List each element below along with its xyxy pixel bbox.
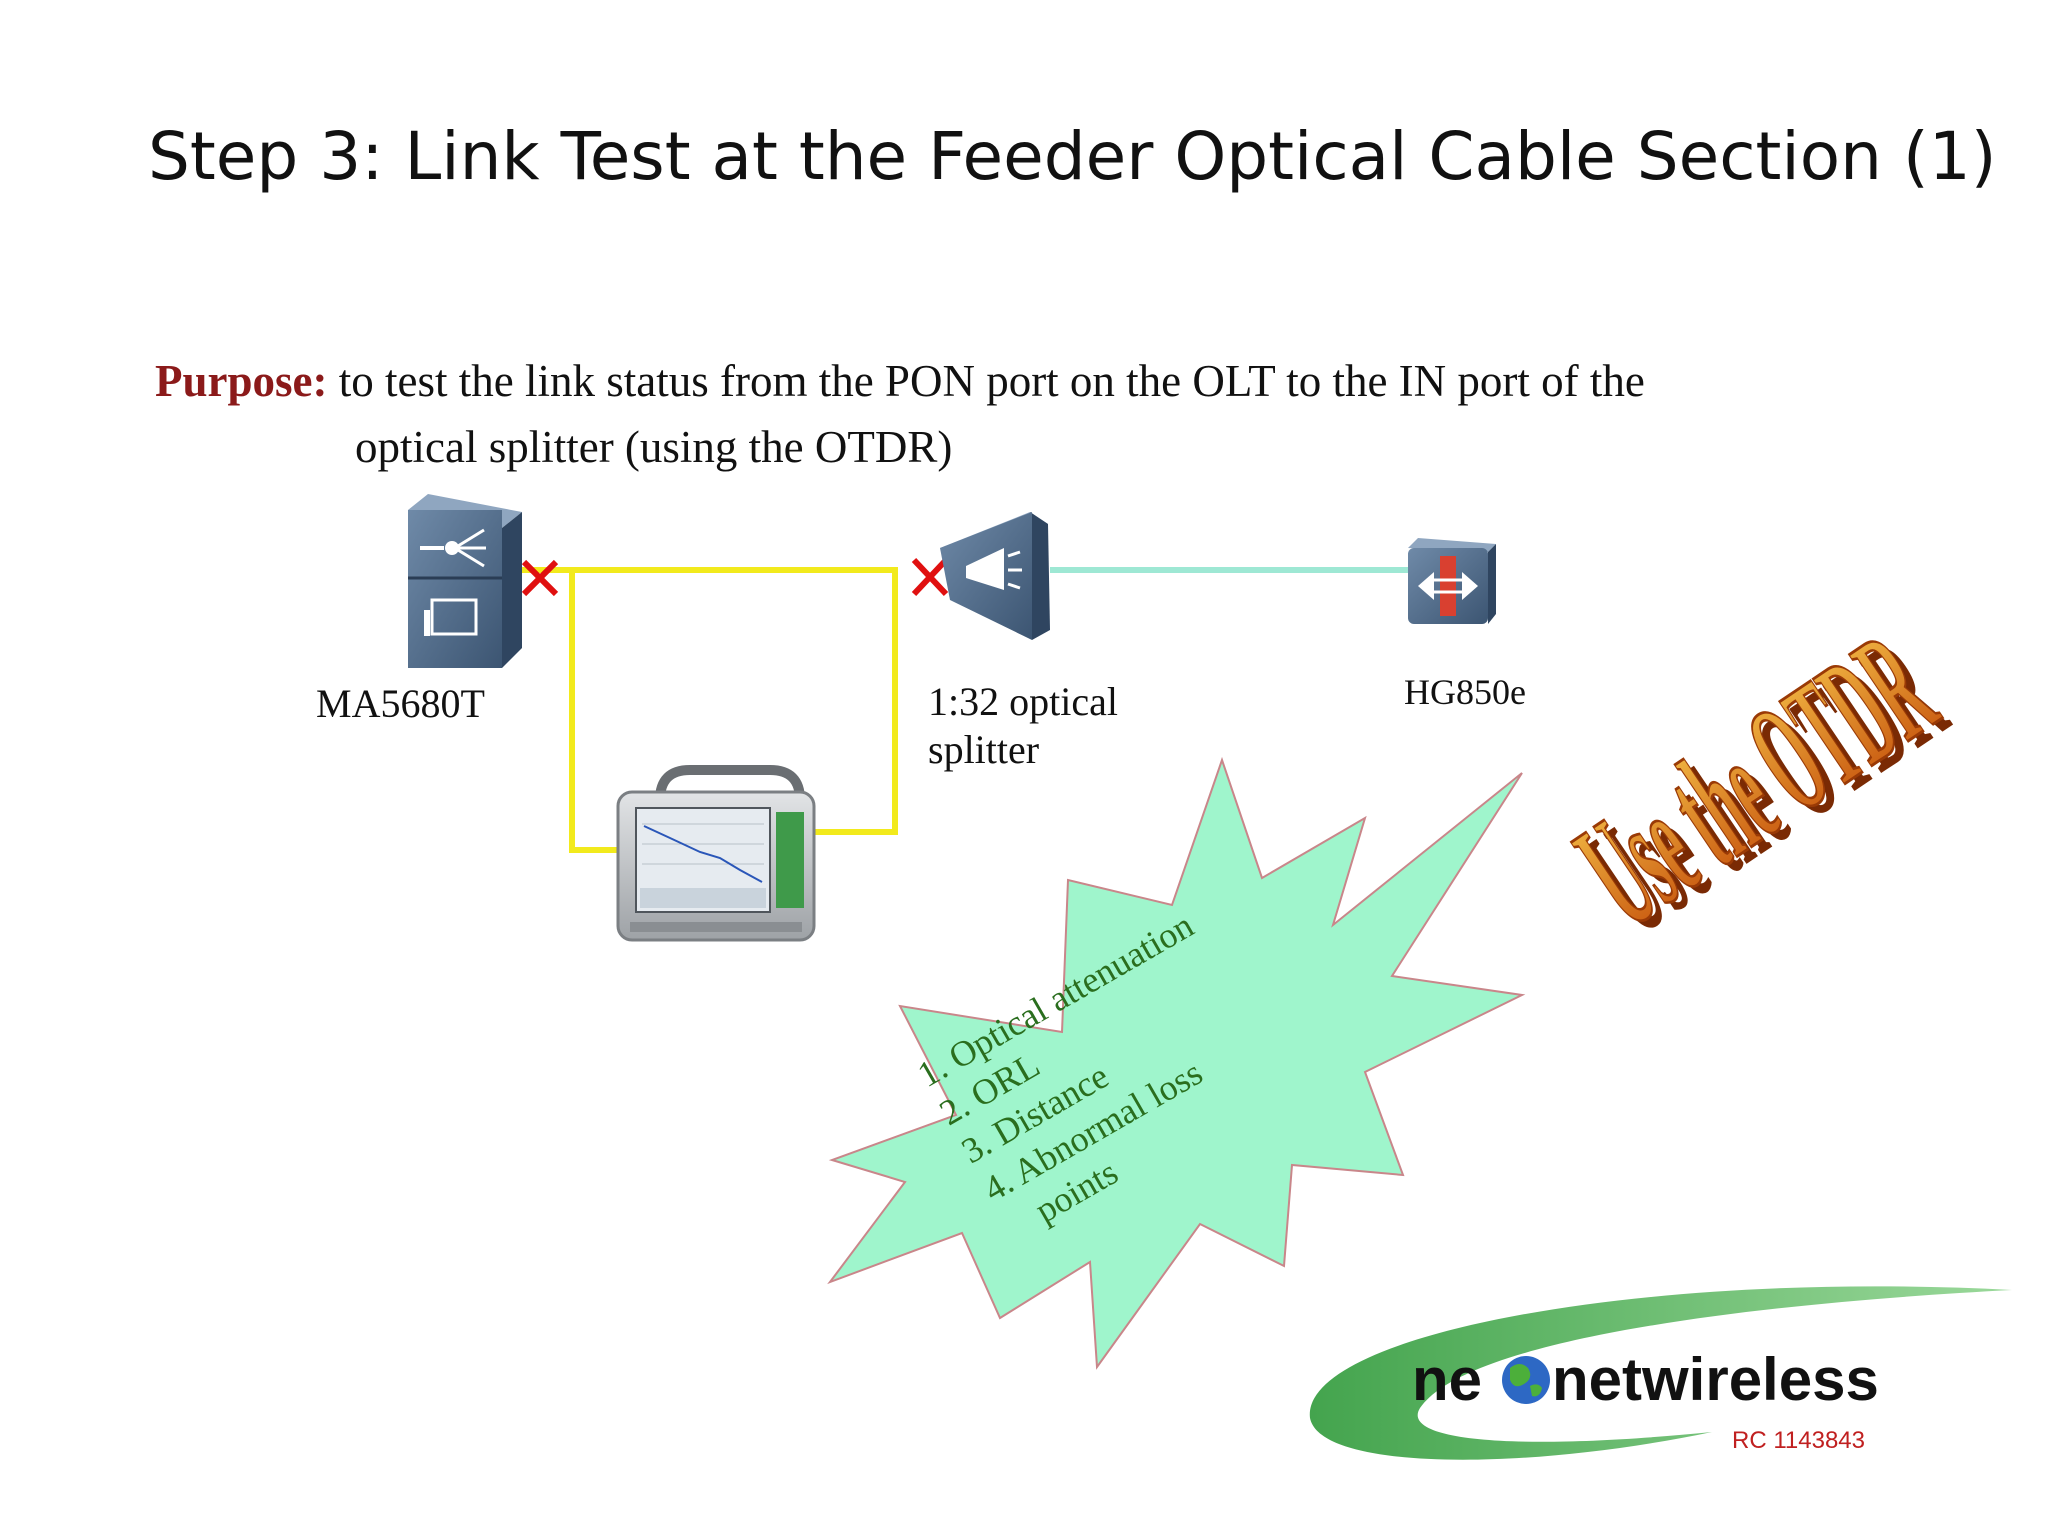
cut-mark-olt-icon [521,559,559,597]
purpose-line-1: to test the link status from the PON por… [338,356,1645,406]
logo-prefix: ne [1412,1346,1482,1413]
logo-suffix: netwireless [1552,1346,1879,1413]
company-logo: ne netwireless RC 1143843 [1309,1286,2012,1460]
slide-title: Step 3: Link Test at the Feeder Optical … [148,118,1997,195]
ont-label: HG850e [1404,672,1526,712]
splitter-icon [940,512,1050,640]
splitter-label-line-1: 1:32 optical [928,679,1118,724]
otdr-device-icon [616,765,816,942]
splitter-label: 1:32 optical splitter [928,678,1118,774]
purpose-text: Purpose: to test the link status from th… [155,348,1645,480]
cut-mark-splitter-icon [911,557,949,597]
wordart-use-the-otdr: Use the OTDR Use the OTDR [1548,599,1973,967]
logo-reg-number: RC 1143843 [1732,1427,1865,1454]
olt-label: MA5680T [316,681,485,726]
purpose-label: Purpose: [155,356,328,406]
purpose-line-2: optical splitter (using the OTDR) [355,422,953,472]
splitter-label-line-2: splitter [928,727,1040,772]
callout-starburst [827,756,1526,1370]
olt-chassis-icon [408,494,522,668]
ont-icon [1408,538,1496,624]
